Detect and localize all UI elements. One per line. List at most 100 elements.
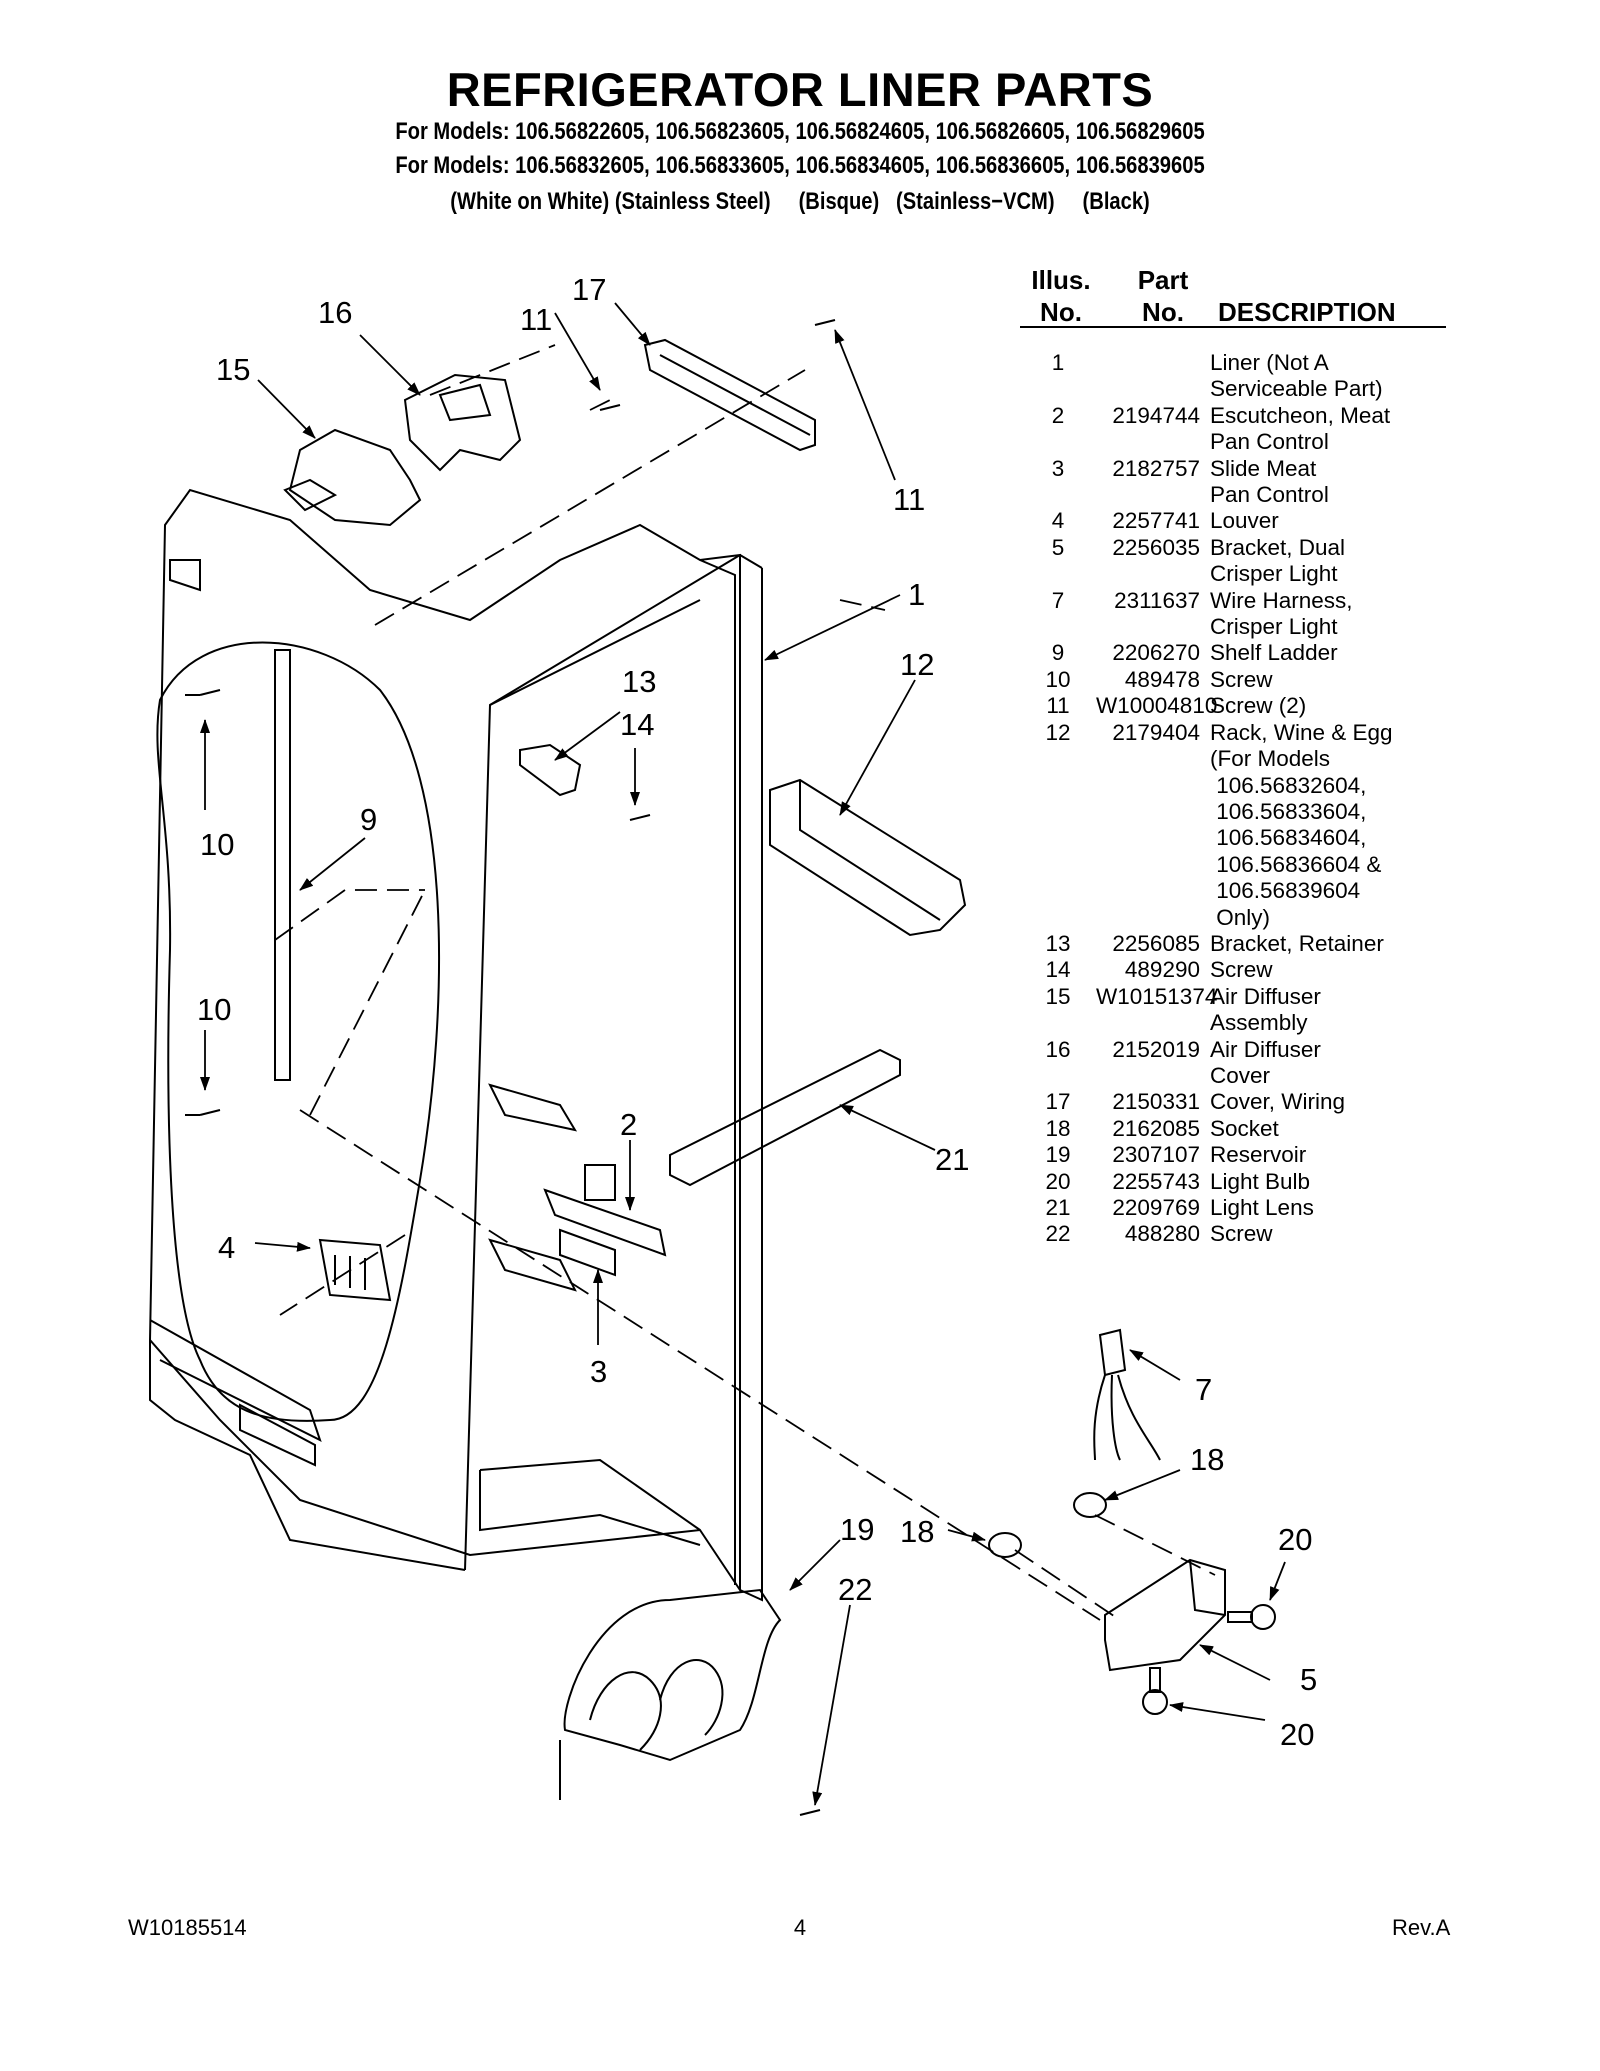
- document-number: W10185514: [128, 1915, 247, 1940]
- leader-lines: [200, 302, 1286, 1806]
- part-description: Bracket, Dual Crisper Light: [1210, 534, 1346, 587]
- illus-number: 12: [1045, 719, 1071, 745]
- table-row: 13 2256085 Bracket, Retainer: [1020, 931, 1460, 957]
- part-description: Escutcheon, Meat Pan Control: [1210, 402, 1391, 455]
- part-description: Screw: [1210, 1221, 1273, 1247]
- part-number: 2152019: [1112, 1036, 1200, 1062]
- part-description: Louver: [1210, 508, 1279, 534]
- part-number: 2209769: [1112, 1195, 1200, 1220]
- callout-11: 11: [520, 302, 552, 337]
- callout-1: 1: [908, 577, 925, 612]
- part-number: 2179404: [1112, 719, 1200, 745]
- table-row: 20 2255743 Light Bulb: [1020, 1169, 1460, 1195]
- callout-9: 9: [360, 802, 377, 837]
- callout-14: 14: [620, 707, 654, 742]
- illus-number: 10: [1045, 666, 1071, 692]
- table-row: 19 2307107 Reservoir: [1020, 1142, 1460, 1168]
- screws: [185, 319, 836, 1816]
- part-description: Screw: [1210, 666, 1273, 692]
- illus-number: 22: [1045, 1221, 1071, 1247]
- part-description: Wire Harness, Crisper Light: [1210, 587, 1353, 640]
- models-line-1: For Models: 106.56822605, 106.56823605, …: [395, 118, 1205, 145]
- callout-17: 17: [572, 272, 606, 307]
- illus-number: 20: [1045, 1168, 1071, 1194]
- part-description: Cover, Wiring: [1210, 1089, 1346, 1115]
- part-description: Air Diffuser Assembly: [1210, 983, 1321, 1036]
- col-header-part-line2: No.: [1142, 297, 1184, 327]
- illus-number: 7: [1051, 587, 1065, 613]
- part-description: Air Diffuser Cover: [1210, 1036, 1321, 1088]
- callout-21: 21: [935, 1142, 969, 1177]
- page-number: 4: [793, 1915, 807, 1940]
- part-description: Light Bulb: [1210, 1168, 1311, 1194]
- part-number: 2182757: [1112, 455, 1200, 481]
- part-number: 2256035: [1112, 534, 1200, 560]
- illus-number: 19: [1045, 1142, 1071, 1168]
- table-row: 10 489478 Screw: [1020, 667, 1460, 693]
- light-bulbs: [1142, 1604, 1276, 1715]
- sockets: [988, 1492, 1107, 1558]
- light-lens: [669, 1048, 901, 1187]
- part-description: Reservoir: [1210, 1142, 1307, 1168]
- col-header-illus-line2: No.: [1040, 297, 1082, 327]
- table-row: 16 2152019 Air Diffuser Cover: [1020, 1037, 1460, 1090]
- part-number: 2307107: [1112, 1142, 1200, 1168]
- callout-12: 12: [900, 647, 934, 682]
- callout-20: 20: [1278, 1522, 1312, 1557]
- part-number: 2257741: [1112, 508, 1200, 534]
- col-header-description: DESCRIPTION: [1218, 297, 1396, 327]
- color-variants-line: (White on White) (Stainless Steel) (Bisq…: [450, 188, 1150, 215]
- revision: Rev.A: [1392, 1915, 1451, 1940]
- liner-cabinet: [148, 488, 763, 1602]
- callout-5: 5: [1300, 1662, 1317, 1697]
- louver: [318, 1238, 392, 1302]
- part-number: 2256085: [1112, 930, 1200, 956]
- part-description: Liner (Not A Serviceable Part): [1210, 350, 1383, 402]
- callout-15: 15: [216, 352, 250, 387]
- table-row: 22 488280 Screw: [1020, 1221, 1460, 1247]
- dashed-assembly-lines: [274, 344, 1216, 1621]
- callout-18: 18: [900, 1514, 934, 1549]
- part-description: Screw: [1210, 957, 1273, 983]
- air-diffuser-cover: [403, 373, 522, 472]
- part-number: 2206270: [1112, 640, 1200, 666]
- callout-3: 3: [590, 1354, 607, 1389]
- part-number: 2255743: [1112, 1168, 1200, 1194]
- illus-number: 14: [1045, 957, 1071, 983]
- illus-number: 17: [1045, 1089, 1071, 1115]
- models-line-2: For Models: 106.56832605, 106.56833605, …: [395, 152, 1205, 179]
- part-number: W10151374: [1096, 983, 1218, 1009]
- callout-20: 20: [1280, 1717, 1314, 1752]
- part-number: 489478: [1124, 666, 1200, 692]
- wire-harness: [1093, 1328, 1161, 1461]
- part-number: 2162085: [1112, 1115, 1200, 1141]
- illus-number: 11: [1046, 693, 1070, 719]
- callout-2: 2: [620, 1107, 637, 1142]
- part-number: [1096, 350, 1210, 403]
- wine-egg-rack: [769, 778, 967, 937]
- part-number: 488280: [1124, 1221, 1200, 1247]
- part-description: Slide Meat Pan Control: [1210, 455, 1329, 508]
- illus-number: 13: [1045, 930, 1071, 956]
- wiring-cover: [643, 338, 816, 452]
- illus-number: 2: [1051, 402, 1065, 428]
- callout-13: 13: [622, 664, 656, 699]
- table-row: 9 2206270 Shelf Ladder: [1020, 640, 1460, 666]
- illus-number: 9: [1051, 640, 1065, 666]
- col-header-part: Part No.: [1120, 264, 1206, 328]
- part-description: Bracket, Retainer: [1210, 930, 1384, 956]
- illus-number: 16: [1045, 1036, 1071, 1062]
- escutcheon-and-slide: [543, 1164, 667, 1277]
- part-description: Shelf Ladder: [1210, 640, 1338, 666]
